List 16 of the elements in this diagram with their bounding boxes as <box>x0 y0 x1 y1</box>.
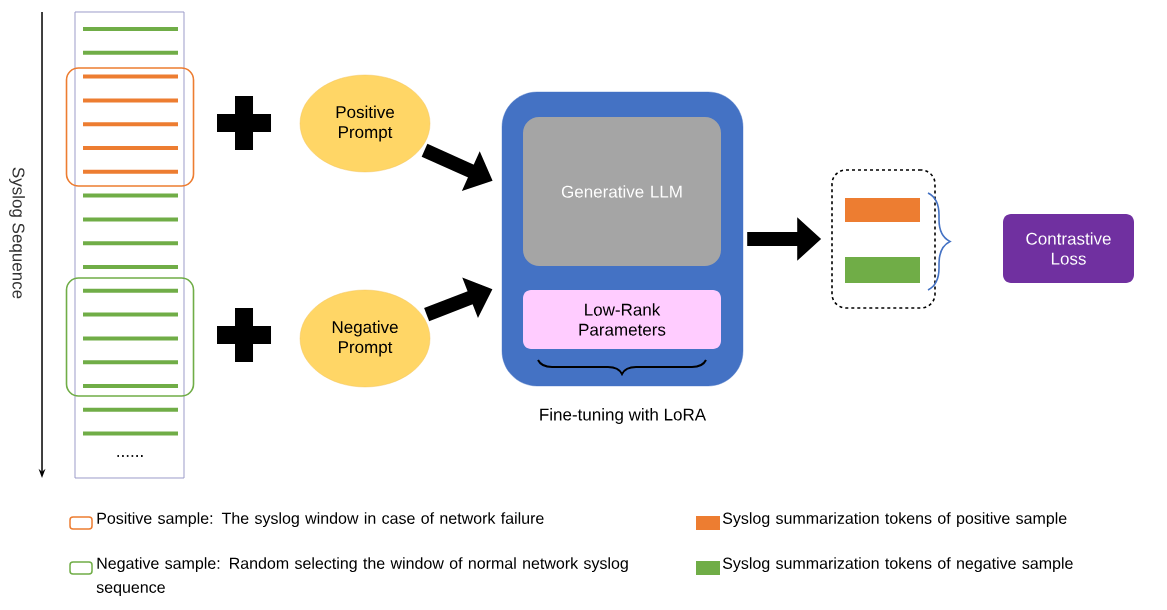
model-box: Generative LLM <box>523 117 721 266</box>
token-bar <box>845 257 920 283</box>
window-frame <box>65 67 195 187</box>
legend-text: Syslog summarization tokens of positive sample <box>722 512 1067 528</box>
dashed-box <box>831 169 936 309</box>
column-box <box>74 11 185 479</box>
legend-text: Positive sample: The syslog window in case of network failure <box>97 512 544 528</box>
axis-label: Syslog Sequence <box>9 167 25 299</box>
node-label: Fine-tuning with LoRA <box>540 408 707 424</box>
token-bar <box>845 198 920 222</box>
ellipsis: ...... <box>117 455 143 457</box>
legend-text: Syslog summarization tokens of negative sample <box>722 557 1073 573</box>
loss-box: Contrastive Loss <box>1003 214 1134 283</box>
window-frame <box>65 277 195 397</box>
legend-text: Negative sample: Random selecting the window of normal network syslog sequence <box>96 557 628 597</box>
parameter-box: Low-Rank Parameters <box>523 290 721 349</box>
